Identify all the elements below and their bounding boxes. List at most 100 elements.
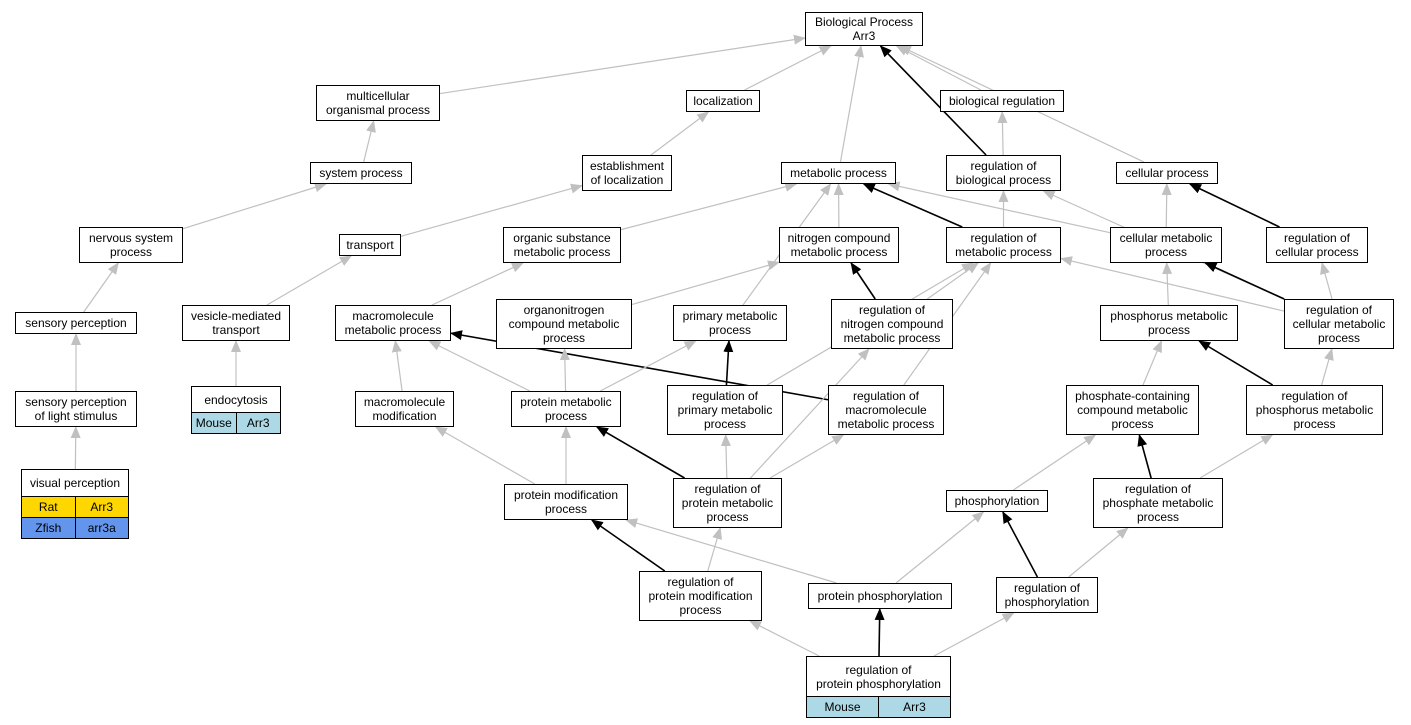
edge-rncmp-to-ncmp — [850, 262, 876, 300]
edge-pccmp-to-phmp — [1142, 340, 1163, 386]
term-label-line: phosphorylation — [954, 494, 1040, 508]
species-cell: Mouse — [806, 696, 879, 718]
term-label-line: establishment — [589, 159, 665, 173]
term-label-line: protein metabolic — [520, 395, 612, 409]
term-label-line: process — [708, 323, 751, 337]
term-label-line: metabolic process — [843, 331, 941, 345]
term-label-line: sensory perception — [25, 395, 127, 409]
term-label-line: metabolic process — [790, 245, 888, 259]
term-label-line: system process — [319, 166, 403, 180]
go-term-metp[interactable]: metabolic process — [781, 162, 896, 184]
term-label-line: nitrogen compound — [787, 231, 891, 245]
go-term-breg[interactable]: biological regulation — [940, 90, 1064, 112]
species-cell: Mouse — [191, 412, 237, 434]
term-label-line: organismal process — [325, 103, 431, 117]
term-label-line: organic substance — [513, 231, 611, 245]
term-label-line: compound metabolic — [508, 317, 620, 331]
gene-cell: Arr3 — [878, 696, 951, 718]
term-label-line: multicellular — [346, 89, 410, 103]
edge-sp-to-nsp — [83, 262, 119, 313]
term-label-line: Arr3 — [852, 29, 876, 43]
edge-roppp-to-pphos — [874, 608, 885, 657]
edge-phmp-to-celmp — [1162, 262, 1173, 306]
term-label-line: cellular process — [1125, 166, 1209, 180]
term-label: biological regulation — [949, 94, 1055, 108]
edge-nsp-to-sysp — [182, 182, 327, 230]
edge-loc-to-bp — [744, 45, 832, 91]
term-label-line: protein phosphorylation — [817, 589, 943, 603]
term-label-line: primary metabolic — [682, 309, 778, 323]
go-term-pphos[interactable]: protein phosphorylation — [808, 583, 952, 609]
term-label-line: metabolic process — [344, 323, 442, 337]
edge-ropmp-to-pmp — [723, 340, 734, 386]
go-term-loc[interactable]: localization — [686, 90, 760, 112]
term-label-line: process — [1144, 245, 1188, 259]
go-term-trans[interactable]: transport — [339, 234, 401, 256]
edge-vmt-to-trans — [266, 255, 352, 306]
edge-roprmp-to-rncmp — [750, 348, 870, 479]
term-label-line: protein metabolic — [681, 496, 774, 510]
term-label: localization — [693, 94, 752, 108]
term-label: protein phosphorylation — [818, 589, 943, 603]
edge-prmp-to-pmp — [600, 340, 697, 392]
term-label-line: regulation of — [694, 482, 761, 496]
edge-roprmp-to-ropmp — [720, 434, 731, 479]
term-label-line: process — [1317, 331, 1361, 345]
go-term-sp[interactable]: sensory perception — [15, 312, 137, 334]
go-term-phos[interactable]: phosphorylation — [946, 490, 1048, 512]
go-term-sysp[interactable]: system process — [310, 162, 412, 184]
term-label-line: phosphorus metabolic — [1110, 309, 1228, 323]
edge-roprmp-to-rommp — [769, 434, 845, 479]
term-label-line: transport — [346, 238, 394, 252]
term-label-line: biological process — [955, 173, 1052, 187]
term-label-line: process — [1111, 417, 1154, 431]
term-label-line: regulation of — [858, 303, 926, 317]
edge-mmp-to-osmp — [431, 262, 524, 306]
edge-robp-to-bp — [879, 45, 987, 156]
go-term-cellp[interactable]: cellular process — [1116, 162, 1218, 184]
edge-breg-to-bp — [895, 45, 982, 91]
